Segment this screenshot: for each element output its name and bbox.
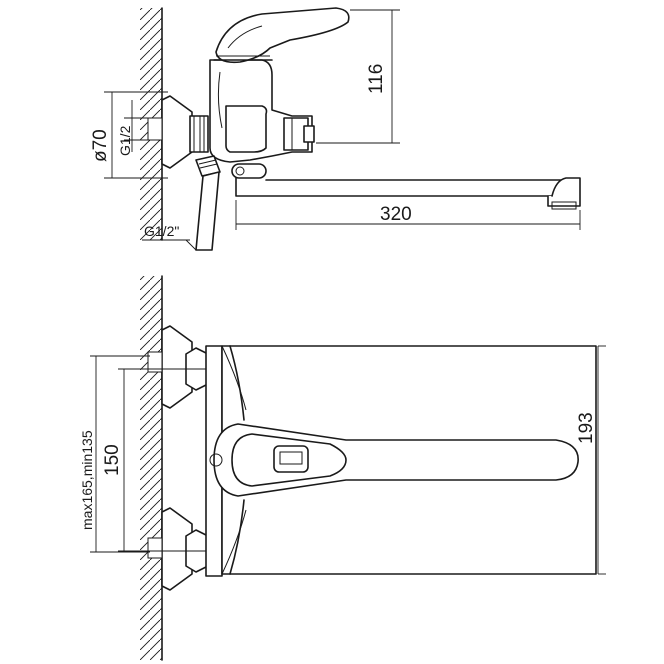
dim-label-flange: ø70: [90, 129, 111, 162]
dim-label-inlet: G1/2": [144, 223, 179, 239]
dim-label-thread: G1/2: [117, 125, 133, 156]
dim-range-front: max165,min135: [79, 355, 150, 553]
upper-flange-front: [147, 325, 209, 409]
mixer-body-side: [209, 59, 315, 163]
dim-label-150: 150: [102, 444, 123, 476]
dim-flange-side: ø70: [90, 91, 168, 179]
lower-flange-front: [147, 507, 209, 591]
dim-length-side: 320: [235, 200, 581, 230]
lever-handle-side: [213, 7, 350, 64]
dim-height-side: 116: [316, 9, 400, 144]
side-view: 116 320 ø70 G1/2 G1/2": [90, 7, 581, 251]
dim-height-front: 193: [576, 345, 606, 575]
dim-label-320: 320: [380, 204, 412, 225]
inlet-eccentric-side: [195, 155, 221, 251]
dim-label-193: 193: [576, 412, 597, 444]
dim-center-front: 150: [102, 368, 186, 552]
wall-front: [140, 275, 163, 661]
dim-inlet-side: G1/2": [142, 223, 197, 251]
dim-thread-side: G1/2: [117, 100, 150, 156]
lever-handle-front: [209, 423, 579, 497]
dim-label-116: 116: [366, 64, 387, 94]
spout-side: [231, 163, 581, 210]
front-view: 193 150 max165,min135: [79, 275, 606, 661]
wall-flange-side: [147, 95, 209, 169]
dim-label-range: max165,min135: [79, 430, 95, 530]
